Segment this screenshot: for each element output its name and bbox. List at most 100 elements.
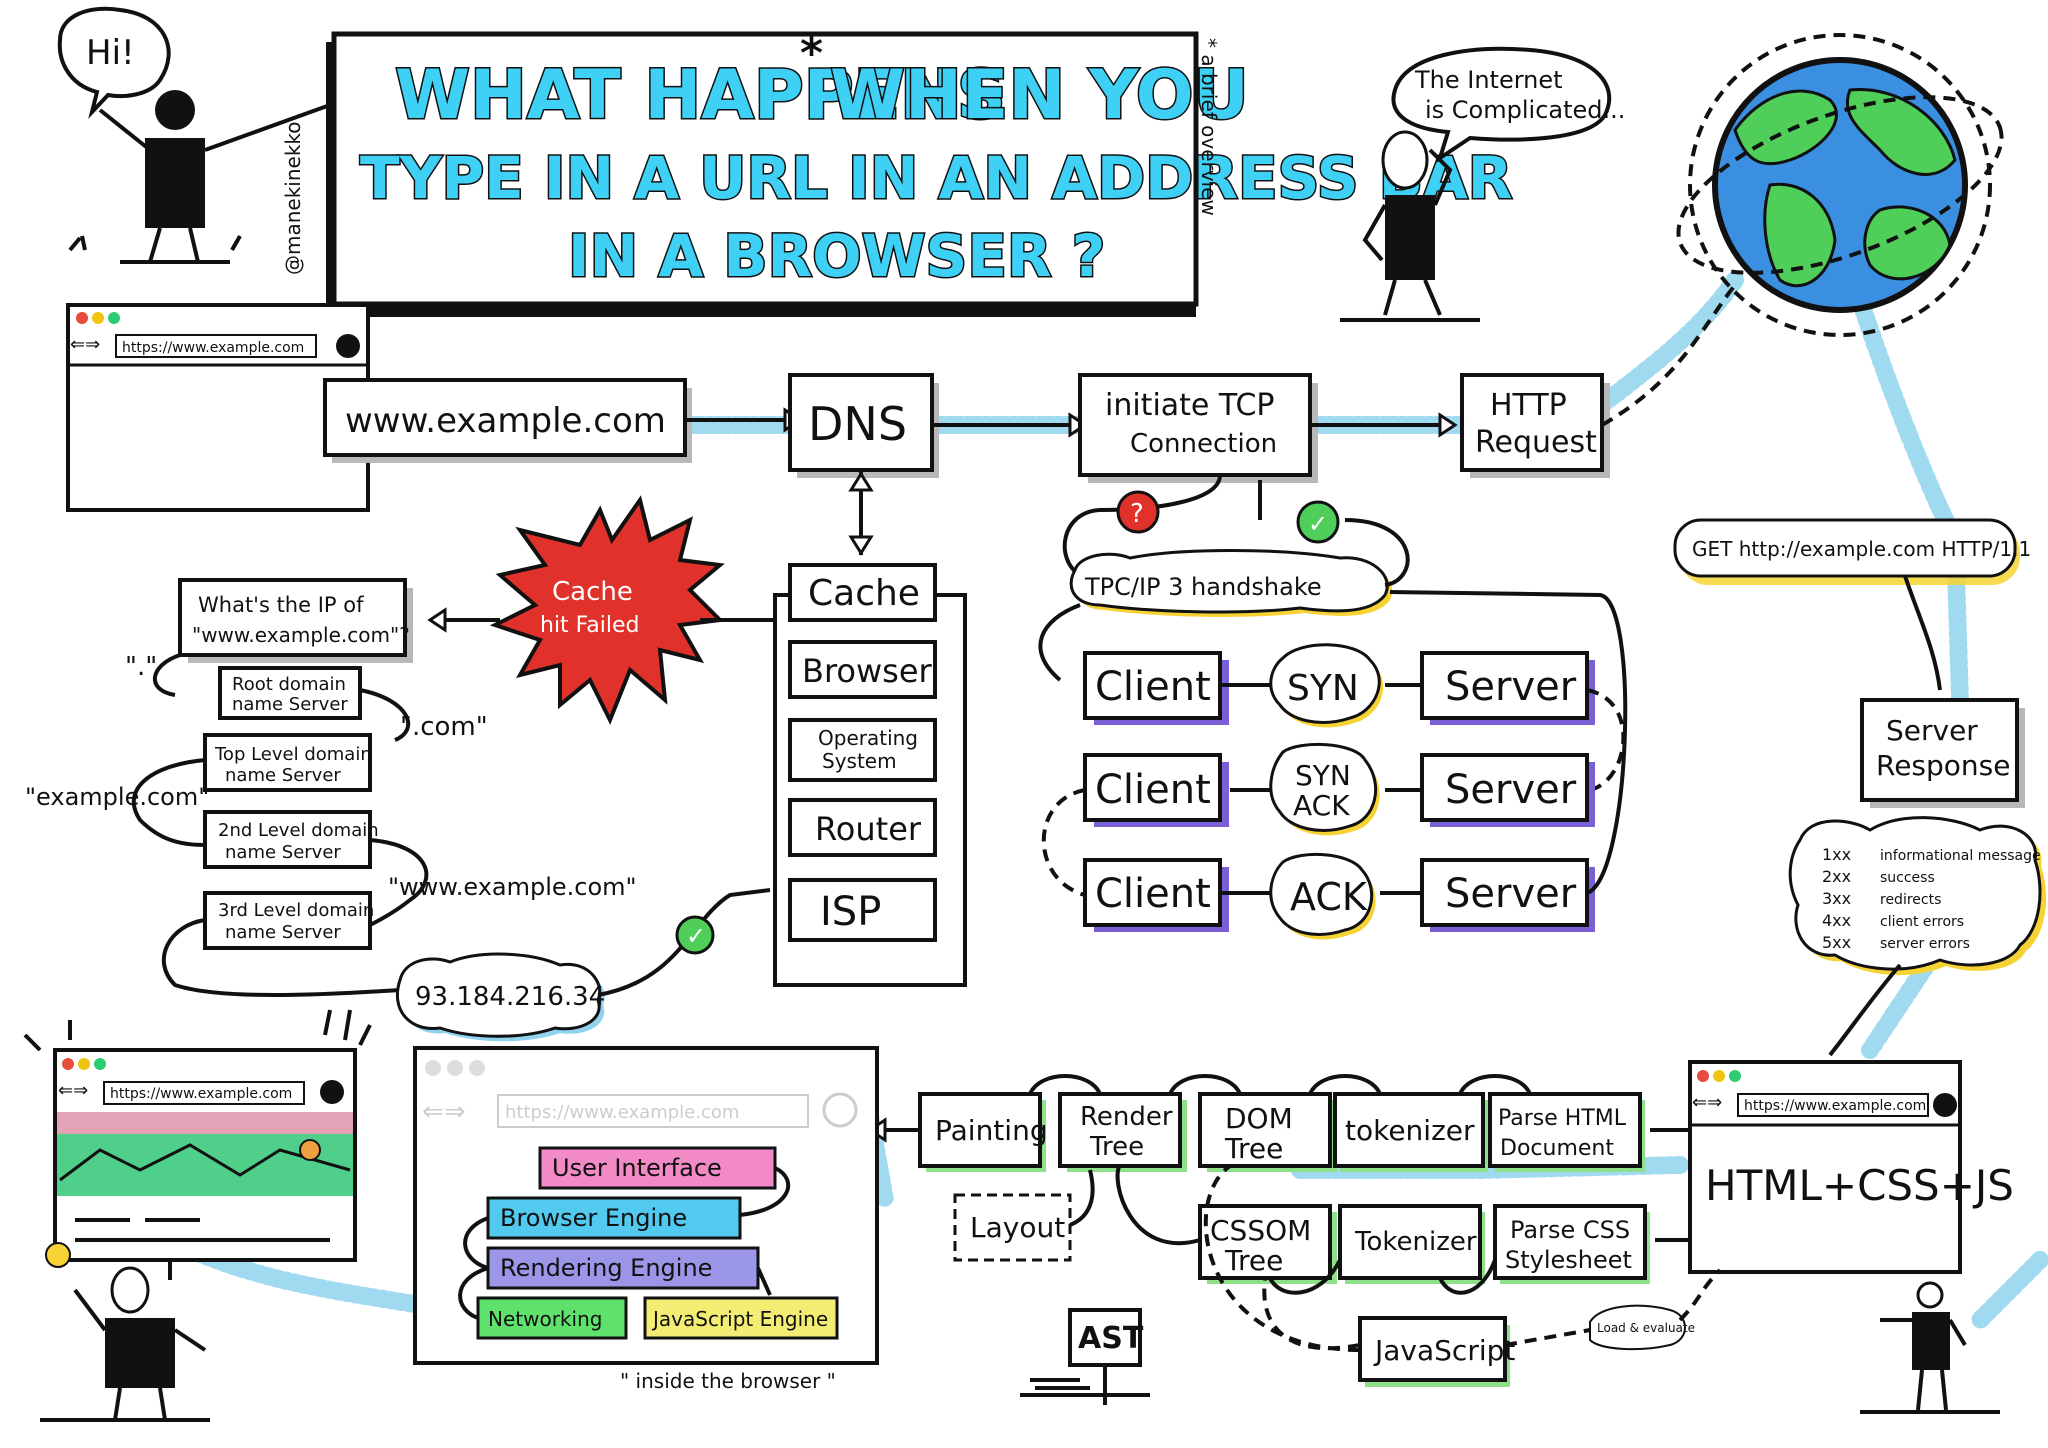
component-javascript-engine: [643, 1296, 839, 1340]
parse-html-box: [1488, 1092, 1642, 1168]
syn-cloud: [1269, 643, 1381, 724]
component-label-rendering: Rendering Engine: [500, 1254, 712, 1282]
thinking-figure-body: [1385, 195, 1435, 280]
painting-label: Painting: [935, 1114, 1048, 1147]
status-code: 3xx: [1822, 889, 1851, 908]
final-avatar-icon: [320, 1080, 344, 1104]
url-box-text: www.example.com: [345, 401, 666, 441]
cache-item-os-2: System: [822, 749, 897, 773]
component-label-networking: Networking: [488, 1307, 602, 1331]
globe-icon: [1676, 33, 2004, 337]
cache-miss-burst: Cache hit Failed: [489, 495, 725, 725]
http-line-1: HTTP: [1490, 388, 1567, 423]
third-server-line-2: name Server: [225, 922, 341, 943]
cache-item-isp: ISP: [820, 889, 881, 935]
tokenizer-css-box: [1338, 1204, 1482, 1280]
handshake-label-group: ? ✓ TPC/IP 3 handshake: [1062, 474, 1410, 617]
tcp-line-1: initiate TCP: [1105, 388, 1275, 423]
server-box-3: [1420, 858, 1589, 927]
server-box-1: [1420, 651, 1589, 720]
hi-figure: Hi!: [57, 6, 331, 264]
hi-figure-head: [155, 90, 195, 130]
render-pipeline: Painting Render Tree DOM Tree tokenizer …: [867, 1074, 1722, 1387]
parse-css-box: [1493, 1204, 1647, 1280]
server-response-line-2: Response: [1876, 749, 2010, 782]
address-bar-url: https://www.example.com: [122, 340, 304, 356]
arrow-http-globe: [1600, 283, 1737, 427]
get-request-label: GET http://example.com HTTP/1.1: [1673, 518, 2031, 585]
browser-window-top: ⇐⇒ https://www.example.com: [66, 303, 370, 512]
dom-tree-box: [1198, 1092, 1332, 1168]
final-page-header: [57, 1112, 353, 1134]
status-meaning: redirects: [1880, 892, 1941, 908]
synack-line-1: SYN: [1295, 759, 1351, 792]
get-request-text: GET http://example.com HTTP/1.1: [1692, 537, 2031, 561]
happy-figure: [40, 1242, 210, 1422]
tokenizer-css-label: Tokenizer: [1354, 1227, 1477, 1257]
parse-css-line-1: Parse CSS: [1510, 1216, 1630, 1244]
inside-url: https://www.example.com: [505, 1102, 739, 1123]
inside-nav-icon: ⇐⇒: [422, 1097, 466, 1127]
handshake-row-3: Client ACK Server: [1083, 590, 1628, 940]
internet-speech-line-2: is Complicated...: [1425, 96, 1625, 124]
synack-cloud: [1269, 742, 1378, 832]
url-box: www.example.com: [323, 378, 692, 463]
title-panel-box: [331, 31, 1199, 307]
ack-label: ACK: [1290, 875, 1368, 919]
svg-text:✓: ✓: [686, 922, 706, 950]
title-line-2: TYPE IN A URL IN AN ADDRESS BAR: [360, 144, 1512, 212]
address-bar: [115, 334, 317, 358]
nav-arrows-icon: ⇐⇒: [70, 334, 100, 355]
title-line-1b: WHEN YOU: [830, 56, 1249, 135]
status-meaning: success: [1880, 870, 1935, 886]
final-nav-icon: ⇐⇒: [58, 1080, 88, 1101]
thinking-figure-head: [1381, 130, 1429, 190]
client-label-2: Client: [1095, 767, 1211, 813]
server-box-2: [1420, 753, 1589, 822]
inside-avatar-icon: [822, 1092, 858, 1128]
second-server-line-1: 2nd Level domain: [218, 820, 379, 841]
cache-title: Cache: [808, 573, 920, 614]
avatar-icon: [336, 334, 360, 358]
handshake-check-icon: [1296, 500, 1340, 544]
burst-line-2: hit Failed: [540, 613, 640, 638]
server-label-3: Server: [1445, 871, 1577, 917]
client-label-3: Client: [1095, 871, 1211, 917]
status-code: 5xx: [1822, 933, 1851, 952]
client-box-2: [1083, 753, 1222, 822]
server-label-2: Server: [1445, 767, 1577, 813]
server-response-box: Server Response: [1860, 698, 2025, 808]
svg-text:✓: ✓: [1308, 510, 1328, 538]
burst-line-1: Cache: [552, 577, 633, 607]
final-url: https://www.example.com: [110, 1086, 292, 1102]
happy-figure-body: [105, 1318, 175, 1388]
dom-tree-line-1: DOM: [1225, 1102, 1293, 1135]
www-label: "www.example.com": [388, 873, 637, 901]
root-server-line-1: Root domain: [232, 674, 346, 695]
syn-label: SYN: [1287, 668, 1359, 709]
load-eval-label: Load & evaluate: [1597, 1321, 1695, 1335]
title-line-1: WHAT HAPPENS: [395, 56, 1006, 135]
ip-question-line-2: "www.example.com"?: [192, 623, 410, 647]
parse-html-line-1: Parse HTML: [1498, 1106, 1627, 1131]
server-response-line-1: Server: [1886, 714, 1978, 747]
arrow-get-response: [1903, 575, 1942, 691]
final-page-window: ⇐⇒ https://www.example.com: [23, 1009, 372, 1262]
http-request-box: HTTP Request: [1460, 373, 1610, 478]
final-sun-icon: [299, 1139, 321, 1161]
javascript-box: [1358, 1316, 1507, 1382]
cache-item-router: Router: [815, 810, 922, 848]
arrow-status-response: [1828, 963, 1902, 1057]
response-avatar-icon: [1933, 1093, 1957, 1117]
painting-box: [918, 1092, 1042, 1168]
title-line-3: IN A BROWSER ?: [568, 222, 1105, 290]
title-panel: WHAT HAPPENS * WHEN YOU TYPE IN A URL IN…: [281, 28, 1514, 317]
status-code: 4xx: [1822, 911, 1851, 930]
dns-box: DNS: [788, 373, 939, 478]
pointing-figure-head: [1916, 1281, 1944, 1309]
ack-cloud: [1269, 852, 1374, 936]
internet-speech-line-1: The Internet: [1414, 66, 1563, 94]
handshake-label: TPC/IP 3 handshake: [1084, 573, 1322, 601]
ast-sign: AST: [1020, 1308, 1150, 1405]
